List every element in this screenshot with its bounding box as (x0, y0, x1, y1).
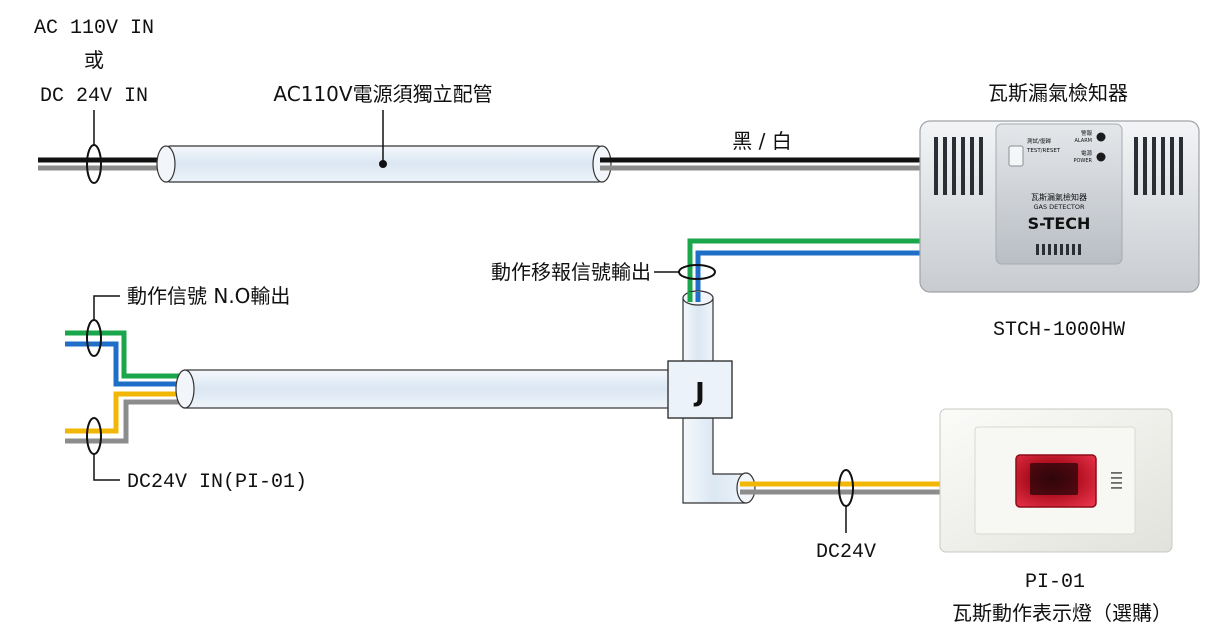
power-input-wires (38, 157, 170, 171)
detector-model-label: STCH-1000HW (993, 319, 1125, 342)
indicator-vent (1111, 472, 1122, 489)
dc24v-label: DC24V (816, 541, 876, 564)
no-output-label: 動作信號 N.O輸出 (127, 284, 290, 308)
detector-brand-logo: S-TECH (1028, 214, 1091, 233)
alarm-led (1096, 132, 1106, 142)
detector-left-vent (934, 137, 983, 195)
detector-title: 瓦斯漏氣檢知器 (988, 81, 1128, 105)
no-output-cable-tie (86, 319, 102, 357)
dc24v-in-label: DC24V IN(PI-01) (127, 471, 307, 494)
dc24v-cable-tie (838, 469, 854, 507)
detector-right-vent (1134, 137, 1183, 195)
power-input-cable-tie (86, 144, 102, 184)
indicator-model-label: PI-01 (1025, 571, 1085, 594)
vertical-conduit (682, 290, 714, 371)
indicator-lamp (939, 408, 1173, 553)
power-led (1096, 152, 1106, 162)
indicator-title-label: 瓦斯動作表示燈（選購） (952, 601, 1172, 625)
ac-in-label-line1: AC 110V IN (34, 17, 154, 40)
detector-bottom-vent (1036, 244, 1081, 255)
ac-in-label-line2: 或 (84, 48, 104, 72)
detector-alarm-label-en: ALARM (1074, 138, 1092, 144)
detector-power-label-en: POWER (1073, 158, 1092, 164)
no-output-leader (93, 295, 120, 320)
dc24v-wires (740, 481, 945, 495)
wire-black-white-label: 黑 / 白 (732, 129, 791, 153)
lower-conduit (682, 417, 756, 504)
detector-power-label: 電源 (1081, 149, 1093, 157)
junction-label: J (693, 378, 705, 408)
test-reset-button (1008, 145, 1024, 167)
ac-in-label-line3: DC 24V IN (40, 85, 148, 108)
junction-box (667, 360, 733, 419)
no-output-wires (65, 330, 182, 387)
remote-output-label: 動作移報信號輸出 (491, 260, 651, 284)
gas-detector (919, 120, 1200, 293)
detector-alarm-label: 警報 (1081, 129, 1093, 137)
detector-test-button-label: 測試/復歸 (1027, 137, 1051, 145)
dc-in-cable-tie (86, 417, 102, 455)
detector-test-button-label-en: TEST/RESET (1026, 148, 1061, 154)
dc-in-wires (65, 391, 182, 444)
dc-in-leader (93, 454, 120, 481)
remote-output-wires (687, 238, 925, 300)
ac-conduit-label: AC110V電源須獨立配管 (273, 82, 492, 106)
detector-face-text-en: GAS DETECTOR (1033, 203, 1084, 211)
ac-conduit-marker (379, 160, 387, 168)
main-conduit (175, 369, 670, 409)
detector-face-text: 瓦斯漏氣檢知器 (1031, 192, 1087, 202)
black-white-wires (600, 157, 925, 171)
